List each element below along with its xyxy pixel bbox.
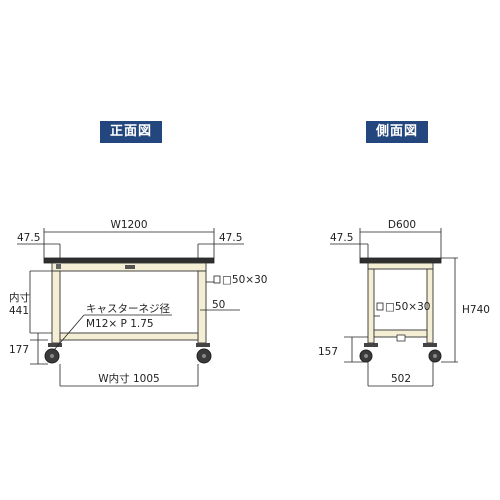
front-caster-right (196, 343, 212, 364)
front-offset-left-label: 47.5 (17, 232, 40, 244)
side-view-title: 側面図 (366, 121, 428, 143)
front-width-label: W1200 (110, 219, 147, 231)
side-pipe-size-label: □50×30 (385, 301, 430, 313)
front-caster-thread-label: M12× P 1.75 (86, 318, 154, 330)
side-inner-depth-label: 502 (391, 373, 411, 385)
side-depth-label: D600 (388, 219, 416, 231)
front-outlet (125, 265, 135, 269)
front-leg-left (51, 270, 61, 344)
front-tabletop (43, 257, 215, 264)
side-caster-right (423, 343, 442, 363)
front-pipe-offset-label: 50 (212, 299, 225, 311)
side-apron (367, 262, 434, 270)
front-inner-height-label: 441 (9, 305, 29, 317)
side-caster-left (359, 343, 378, 363)
front-lower-rail (59, 332, 199, 341)
front-caster-left (44, 343, 62, 364)
front-caster-label: キャスターネジ径 (86, 302, 170, 315)
side-tabletop (359, 257, 442, 264)
front-view-title: 正面図 (100, 121, 162, 143)
front-view: W1200 47.5 47.5 内寸 (9, 219, 267, 387)
front-offset-right-label: 47.5 (219, 232, 242, 244)
side-height-label: H740 (462, 304, 490, 316)
front-inner-width-label: W内寸 1005 (98, 372, 159, 385)
front-pipe-size-label: □50×30 (222, 274, 267, 286)
side-lower-height-label: 157 (318, 346, 338, 358)
side-offset-left-label: 47.5 (330, 232, 353, 244)
front-lower-height-label: 177 (9, 344, 29, 356)
side-leg-left (367, 268, 375, 344)
side-view: D600 47.5 □50×30 H740 (318, 219, 490, 387)
front-inner-label: 内寸 (9, 291, 30, 304)
front-leg-right (197, 270, 207, 344)
